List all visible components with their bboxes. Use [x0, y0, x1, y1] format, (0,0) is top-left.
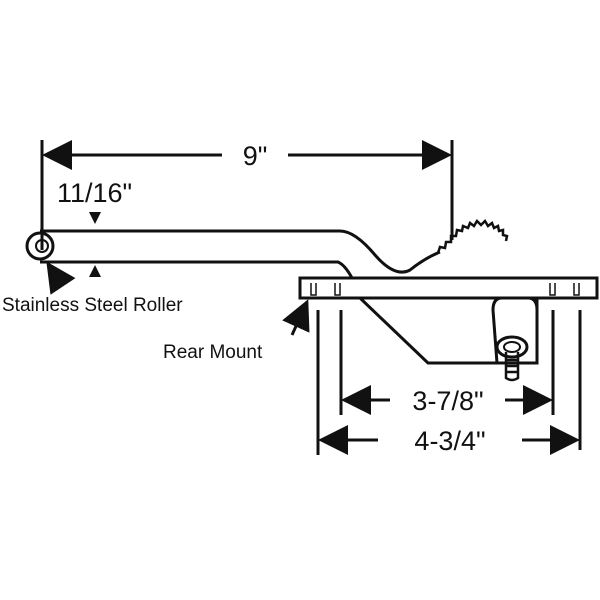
arm-height-arrow-top — [89, 212, 101, 224]
mount-holes — [310, 283, 580, 296]
operator-body — [358, 296, 539, 365]
arm-bottom-edge — [40, 260, 354, 279]
roller-icon — [25, 231, 55, 261]
arm-height-arrow-bottom — [89, 265, 101, 277]
rear-mount-label: Rear Mount — [163, 342, 263, 363]
shaft-collar — [495, 335, 529, 359]
mount-plate — [298, 276, 599, 300]
dim-arm-height: 11/16" — [57, 178, 132, 208]
dim-overall-length: 9" — [243, 141, 268, 171]
roller-label: Stainless Steel Roller — [2, 295, 183, 316]
gear-sector — [436, 218, 509, 254]
roller-leader-arrow — [46, 261, 76, 295]
rear-mount-leader-arrow — [282, 299, 310, 336]
dim-mount-outer: 4-3/4" — [414, 426, 485, 456]
spline-shaft — [504, 352, 520, 382]
arm-top-edge — [40, 229, 441, 274]
dim-mount-inner: 3-7/8" — [412, 386, 483, 416]
roller-inner — [35, 239, 49, 253]
housing — [491, 296, 539, 364]
